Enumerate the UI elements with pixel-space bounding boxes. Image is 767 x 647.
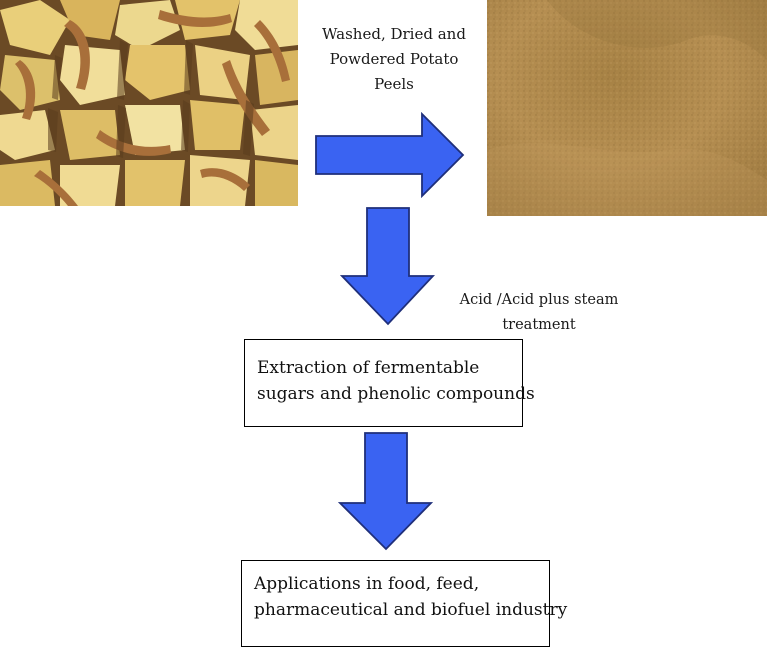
- extraction-box: Extraction of fermentable sugars and phe…: [244, 339, 535, 427]
- peel-shadows: [48, 40, 254, 158]
- potato-peel-powder-photo: [487, 0, 767, 216]
- down-arrow-icon: [340, 206, 435, 326]
- extraction-box-line-2: sugars and phenolic compounds: [257, 384, 535, 404]
- process-caption-line-3: Peels: [374, 75, 414, 93]
- powder-image: [487, 0, 767, 216]
- process-caption: Washed, Dried and Powdered Potato Peels: [316, 22, 472, 97]
- peel-skin-strips: [15, 10, 290, 206]
- process-caption-line-2: Powdered Potato: [329, 50, 459, 68]
- extraction-box-line-1: Extraction of fermentable: [257, 358, 480, 378]
- applications-box-line-2: pharmaceutical and biofuel industry: [254, 600, 568, 620]
- treatment-caption-line-1: Acid /Acid plus steam: [459, 292, 619, 308]
- potato-peels-photo: [0, 0, 298, 206]
- treatment-caption-line-2: treatment: [502, 317, 576, 333]
- potato-peels-image: [0, 0, 298, 206]
- applications-box: Applications in food, feed, pharmaceutic…: [241, 560, 568, 647]
- right-arrow-icon: [314, 112, 466, 198]
- treatment-caption: Acid /Acid plus steam treatment: [446, 288, 632, 338]
- down-arrow-icon: [338, 431, 433, 551]
- applications-box-line-1: Applications in food, feed,: [254, 574, 480, 594]
- process-caption-line-1: Washed, Dried and: [322, 25, 466, 43]
